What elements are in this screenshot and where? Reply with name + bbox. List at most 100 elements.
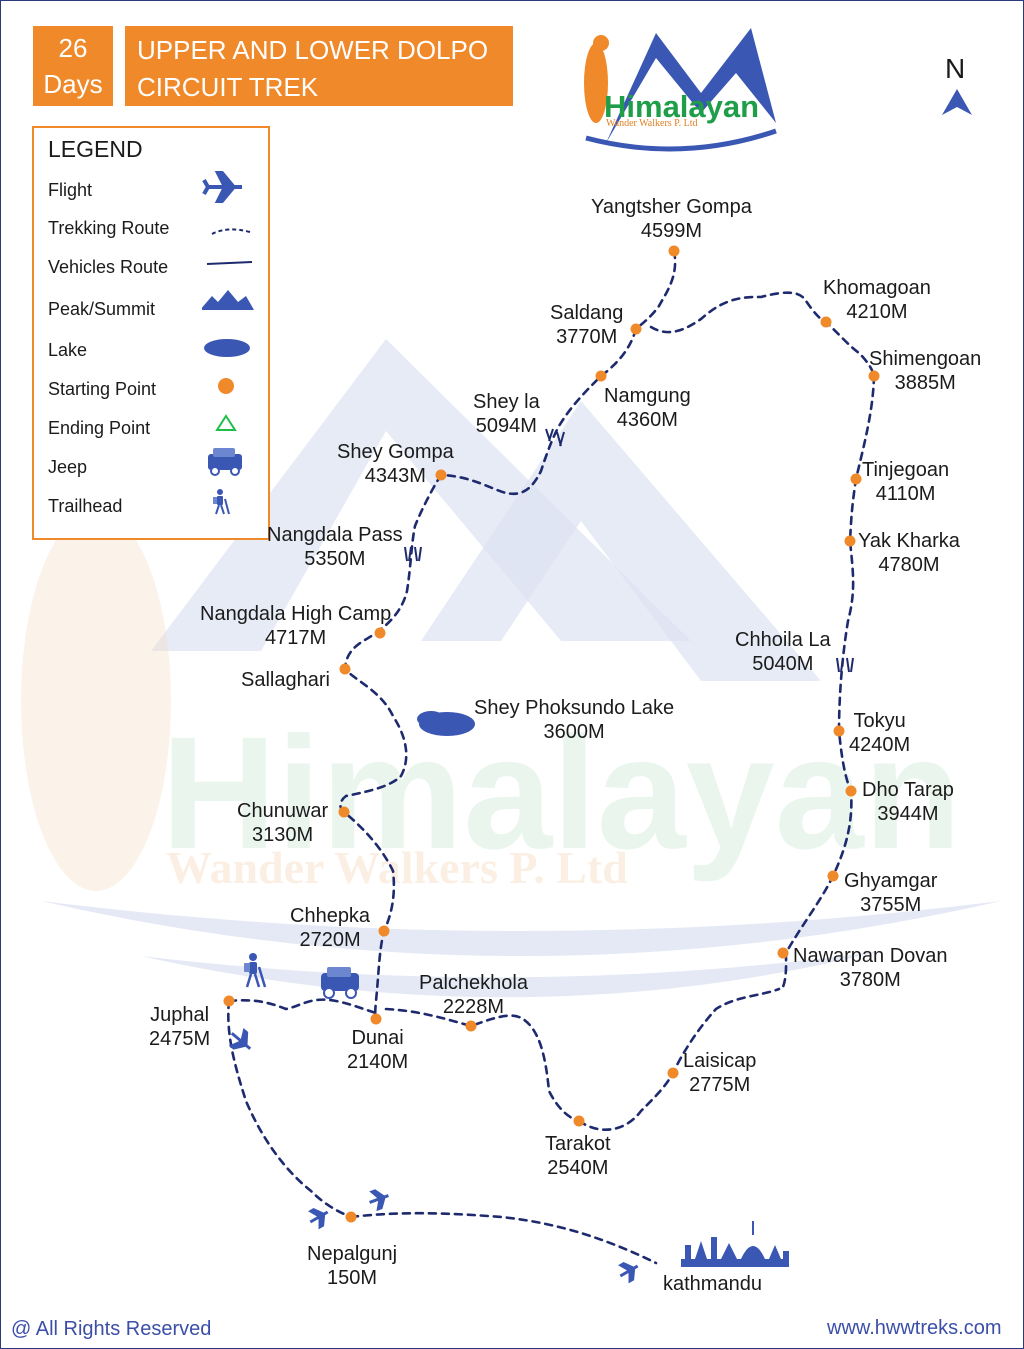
stop-dot-palchekhola <box>465 1020 477 1032</box>
legend-label-vehicles-route: Vehicles Route <box>48 257 169 277</box>
legend-label-ending-point: Ending Point <box>48 418 151 438</box>
stop-dot-nangdala-high-camp <box>374 627 386 639</box>
stop-dot-chunuwar <box>338 806 350 818</box>
airplane-icon <box>618 1262 639 1284</box>
trek-route-juphal-dunai <box>227 998 378 1015</box>
route-stops <box>223 245 880 1223</box>
company-logo-subtitle: Wander Walkers P. Ltd <box>606 118 698 129</box>
trek-route-dunai-tarakot <box>384 1007 581 1123</box>
pass-markers <box>404 428 854 673</box>
stop-dot-chhepka <box>378 925 390 937</box>
trek-route-saldang-khomagoan <box>649 291 876 378</box>
trek-duration-badge: 26 Days <box>33 26 113 106</box>
map-title-line2: CIRCUIT TREK <box>137 72 319 102</box>
kathmandu-skyline-icon <box>681 1221 789 1267</box>
stop-dot-sallaghari <box>339 663 351 675</box>
legend-title: LEGEND <box>48 136 143 162</box>
stop-dot-yak-kharka <box>844 535 856 547</box>
stop-dot-shey-gompa <box>435 469 447 481</box>
jeep-icon <box>208 448 242 476</box>
stop-dot-namgung <box>595 370 607 382</box>
trekker-logo-icon <box>584 43 608 123</box>
airplane-icon <box>369 1189 389 1212</box>
legend-label-flight: Flight <box>48 180 93 200</box>
watermark-title: Himalayan <box>161 703 962 882</box>
stop-dot-khomagoan <box>820 316 832 328</box>
legend-label-jeep: Jeep <box>48 457 88 477</box>
website-link[interactable]: www.hwwtreks.com <box>827 1317 1002 1339</box>
legend-symbols <box>202 171 254 515</box>
trek-route-yangtsher-saldang <box>634 249 677 331</box>
jeep-icon <box>321 967 359 999</box>
pass-marker-nangdala <box>404 546 422 562</box>
north-label: N <box>945 53 966 84</box>
legend-box: LEGEND Flight Trekking Route Vehicles Ro… <box>32 126 270 540</box>
stop-dot-tokyu <box>833 725 845 737</box>
stop-dot-tinjegoan <box>850 473 862 485</box>
stop-dot-dunai <box>370 1013 382 1025</box>
lake-icon <box>204 339 250 357</box>
place-label: Sallaghari <box>241 669 330 691</box>
days-number: 26 <box>58 33 88 63</box>
legend-label-trekking-route: Trekking Route <box>48 218 170 238</box>
vehicle-route-sample <box>206 261 253 265</box>
stop-dot-juphal <box>223 995 235 1007</box>
map-title-line1: UPPER AND LOWER DOLPO <box>137 35 489 65</box>
pass-marker-shey-la <box>545 428 565 447</box>
north-arrow-icon <box>942 89 972 115</box>
legend-label-lake: Lake <box>48 340 88 360</box>
orange-dot-icon <box>218 378 234 394</box>
pass-marker-chhoila <box>836 657 854 673</box>
legend-label-peak: Peak/Summit <box>48 299 156 319</box>
stop-dot-nawarpan <box>777 947 789 959</box>
legend-label-trailhead: Trailhead <box>48 496 123 516</box>
days-label: Days <box>43 69 103 99</box>
trek-route-juphal-nepalgunj <box>227 999 353 1219</box>
stop-dot-yangtsher <box>668 245 680 257</box>
stop-dot-shimengoan <box>868 370 880 382</box>
airplane-icon <box>308 1208 329 1230</box>
map-title: UPPER AND LOWER DOLPO CIRCUIT TREK <box>125 26 513 106</box>
trek-route-shimengoan-nawarpan <box>779 374 876 993</box>
airplane-icon <box>202 171 242 203</box>
company-logo-mark <box>584 28 777 152</box>
copyright-text: @ All Rights Reserved <box>11 1318 212 1340</box>
legend-label-starting-point: Starting Point <box>48 379 157 399</box>
green-triangle-icon <box>215 414 237 431</box>
mountain-icon <box>202 290 254 310</box>
trekking-route-sample <box>211 228 251 235</box>
stop-dot-laisicap <box>667 1067 679 1079</box>
stop-dot-dho-tarap <box>845 785 857 797</box>
stop-dot-ghyamgar <box>827 870 839 882</box>
company-logo-name: Himalayan <box>604 89 760 124</box>
hiker-icon <box>213 489 230 515</box>
place-label: kathmandu <box>663 1273 762 1295</box>
